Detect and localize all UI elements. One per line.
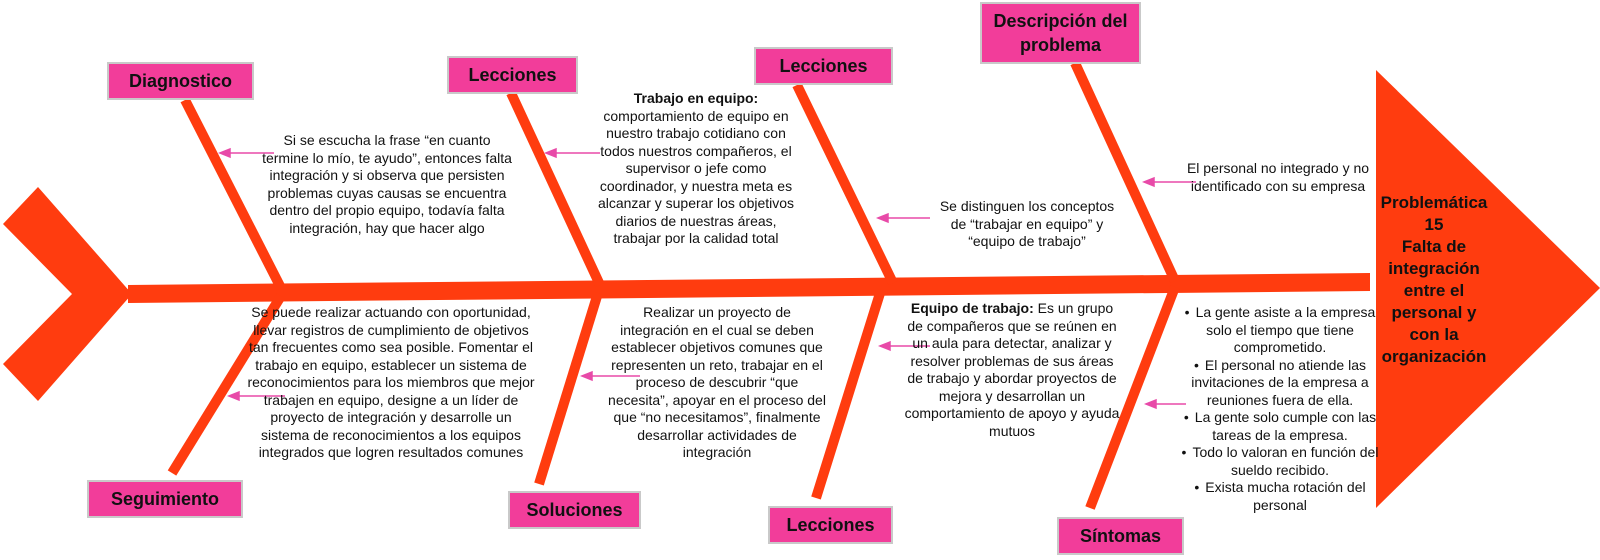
problem-line: personal y [1391, 303, 1477, 322]
text-descripcion: El personal no integrado y no identifica… [1186, 160, 1370, 194]
bone-soluciones [534, 291, 603, 486]
bone-diagnostico [180, 97, 286, 291]
problem-line: entre el [1403, 281, 1465, 300]
equipo-trabajo-body: Es un grupo de compañeros que se reúnen … [904, 300, 1120, 439]
text-seguimiento: Se puede realizar actuando con oportunid… [247, 304, 535, 460]
bone-lecciones-top-left [506, 90, 605, 288]
bone-sintomas [1085, 285, 1180, 510]
pointer-arrow-descripcion [1141, 176, 1196, 188]
problem-line: con la [1409, 325, 1459, 344]
label-descripcion-problema: Descripción del problema [980, 2, 1141, 64]
symptoms-list: La gente asiste a la empresa solo el tie… [1174, 304, 1386, 514]
problem-line: integración [1388, 259, 1480, 278]
symptom-item: La gente asiste a la empresa solo el tie… [1174, 304, 1386, 357]
bone-seguimiento [167, 293, 286, 476]
pointer-arrow-diagnostico [217, 147, 274, 159]
label-sintomas: Síntomas [1057, 517, 1184, 555]
label-lecciones-top-right: Lecciones [754, 47, 893, 85]
pointer-arrow-trabajo-equipo [543, 147, 600, 159]
problem-line: 15 [1424, 215, 1444, 234]
pointer-arrow-equipo-trabajo [877, 340, 930, 352]
bone-lecciones-top-right [792, 82, 898, 286]
symptom-item: El personal no atiende las invitaciones … [1174, 357, 1386, 410]
bone-lecciones-bottom [811, 288, 886, 500]
pointer-arrow-soluciones [579, 370, 640, 382]
label-seguimiento: Seguimiento [87, 480, 243, 518]
bone-descripcion [1070, 60, 1180, 284]
equipo-trabajo-title: Equipo de trabajo: [910, 300, 1034, 316]
text-trabajo-en-equipo: Trabajo en equipo: comportamiento de equ… [596, 90, 796, 248]
trabajo-equipo-body: comportamiento de equipo en nuestro trab… [597, 107, 795, 247]
pointer-arrow-seguimiento [226, 390, 285, 402]
trabajo-equipo-title: Trabajo en equipo: [633, 90, 759, 106]
symptom-item: Exista mucha rotación del personal [1174, 479, 1386, 514]
pointer-arrow-distinguen [875, 212, 930, 224]
text-distinguen-conceptos: Se distinguen los conceptos de “trabajar… [939, 198, 1115, 249]
text-equipo-de-trabajo: Equipo de trabajo: Es un grupo de compañ… [904, 300, 1120, 440]
label-diagnostico: Diagnostico [107, 62, 254, 100]
fishbone-tail [3, 187, 132, 401]
problem-line: Problemática [1380, 193, 1488, 212]
problem-statement: Problemática 15 Falta de integración ent… [1368, 192, 1500, 368]
symptom-item: La gente solo cumple con las tareas de l… [1174, 409, 1386, 444]
symptom-item: Todo lo valoran en función del sueldo re… [1174, 444, 1386, 479]
text-diagnostico: Si se escucha la frase “en cuanto termin… [262, 132, 512, 236]
label-lecciones-top-left: Lecciones [447, 56, 578, 94]
problem-line: organización [1381, 347, 1487, 366]
label-soluciones: Soluciones [508, 491, 641, 529]
text-soluciones: Realizar un proyecto de integración en e… [608, 304, 826, 460]
problem-line: Falta de [1401, 237, 1467, 256]
fishbone-head [1376, 70, 1600, 508]
label-lecciones-bottom: Lecciones [768, 506, 893, 544]
fishbone-spine [128, 273, 1370, 303]
